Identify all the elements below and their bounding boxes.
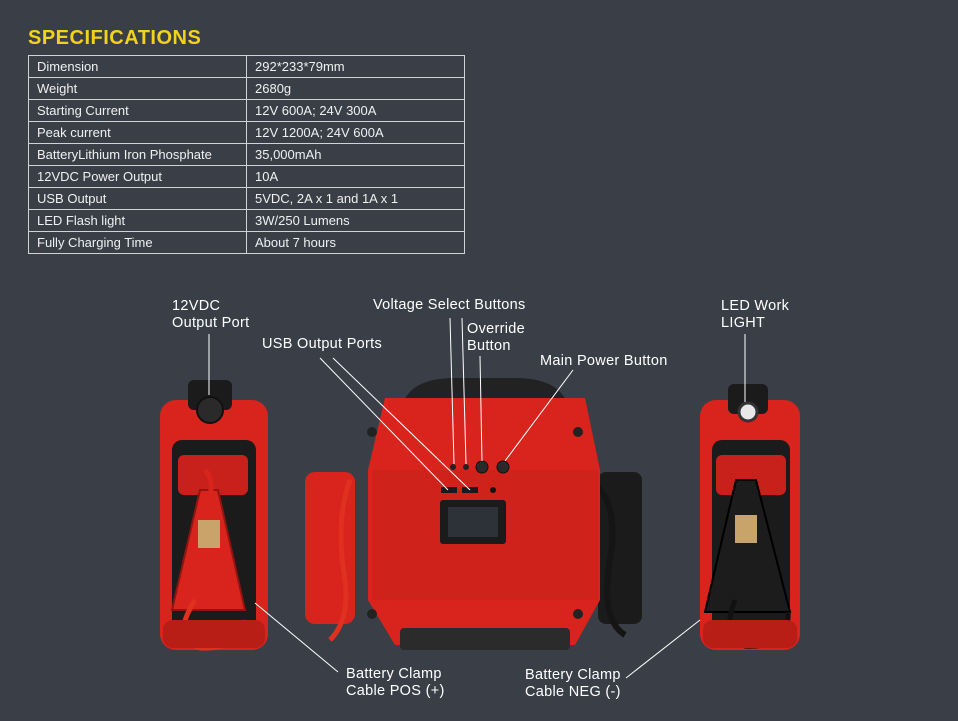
callout-usb-ports: USB Output Ports	[262, 336, 383, 352]
spec-label: LED Flash light	[28, 209, 247, 232]
spec-value: 12V 600A; 24V 300A	[246, 99, 465, 122]
spec-value: 12V 1200A; 24V 600A	[246, 121, 465, 144]
callout-voltage-select: Voltage Select Buttons	[373, 297, 526, 313]
callout-line2: Button	[467, 338, 511, 354]
voltage-select-button-icon	[450, 464, 456, 470]
callout-power-port: 12VDC Output Port	[172, 298, 249, 332]
main-power-button-icon	[496, 460, 510, 474]
callout-line1: Override	[467, 321, 525, 337]
callout-clamp-neg: Battery Clamp Cable NEG (-)	[525, 667, 621, 701]
main-unit	[305, 378, 642, 650]
led-light-icon	[737, 401, 759, 423]
right-unit	[700, 384, 800, 650]
callout-line2: Cable POS (+)	[346, 683, 445, 699]
spec-label: BatteryLithium Iron Phosphate	[28, 143, 247, 166]
callout-line1: 12VDC	[172, 298, 221, 314]
callout-line2: Cable NEG (-)	[525, 684, 621, 700]
callout-override: Override Button	[467, 321, 525, 355]
dc-port-icon	[196, 396, 224, 424]
callout-led-light: LED Work LIGHT	[721, 298, 789, 332]
spec-value: About 7 hours	[246, 231, 465, 254]
callout-line1: Battery Clamp	[346, 666, 442, 682]
callout-line1: LED Work	[721, 298, 790, 314]
voltage-select-button-icon	[463, 464, 469, 470]
usb-port-icon	[441, 487, 457, 493]
callout-clamp-pos: Battery Clamp Cable POS (+)	[346, 666, 445, 700]
spec-label: Fully Charging Time	[28, 231, 247, 254]
callout-line1: Battery Clamp	[525, 667, 621, 683]
override-button-icon	[475, 460, 489, 474]
callout-lines	[208, 317, 746, 679]
spec-value: 292*233*79mm	[246, 55, 465, 78]
callout-line2: Output Port	[172, 315, 250, 331]
callout-main-power: Main Power Button	[540, 353, 668, 369]
callout-line2: LIGHT	[721, 315, 766, 331]
spec-heading: SPECIFICATIONS	[28, 27, 202, 49]
left-unit	[160, 380, 268, 651]
